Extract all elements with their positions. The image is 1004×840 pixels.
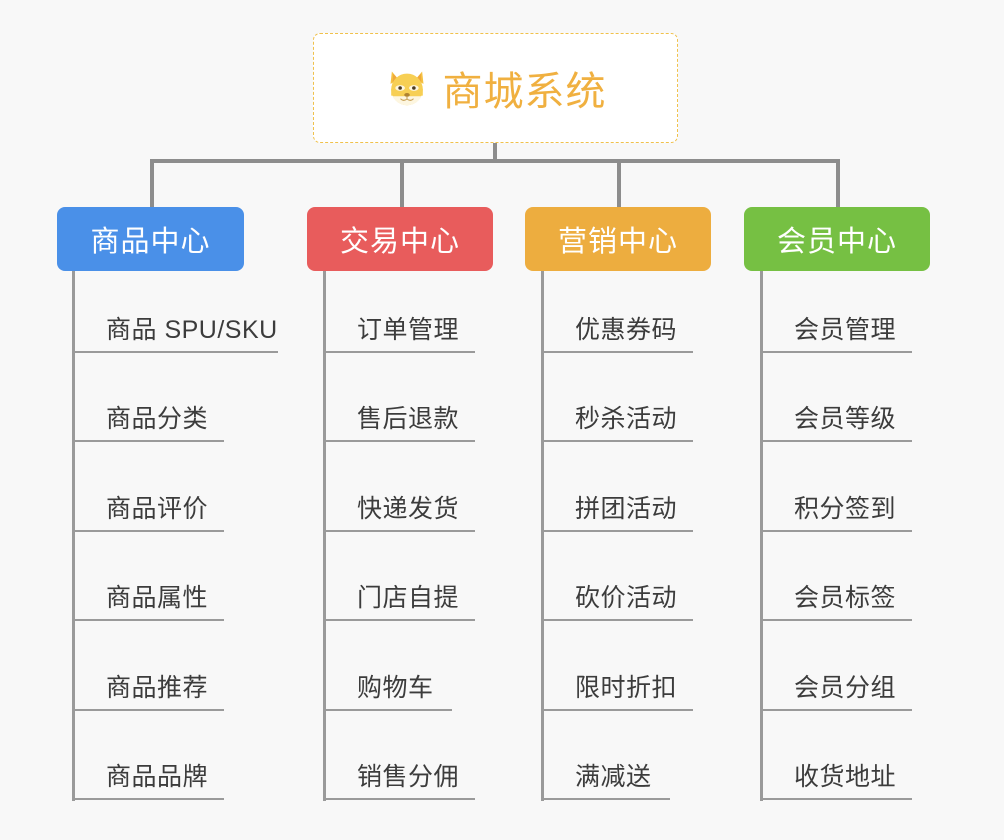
item-underline xyxy=(72,798,224,800)
connector-spine xyxy=(760,271,763,801)
list-item-label: 售后退款 xyxy=(357,405,460,433)
category-box-trade-center[interactable]: 交易中心 xyxy=(307,207,493,271)
item-underline xyxy=(72,530,224,532)
item-underline xyxy=(72,709,224,711)
list-item-label: 满减送 xyxy=(575,763,652,791)
connector-drop-category-4 xyxy=(836,159,840,209)
item-underline xyxy=(760,351,912,353)
item-underline xyxy=(541,619,693,621)
list-item-label: 砍价活动 xyxy=(575,584,678,612)
item-underline xyxy=(760,530,912,532)
category-label: 商品中心 xyxy=(90,226,211,258)
list-item-label: 商品 SPU/SKU xyxy=(106,316,278,344)
list-item-label: 秒杀活动 xyxy=(575,405,678,433)
list-item-label: 限时折扣 xyxy=(575,674,678,702)
item-underline xyxy=(760,440,912,442)
category-box-member-center[interactable]: 会员中心 xyxy=(744,207,930,271)
item-underline xyxy=(541,709,693,711)
list-item-label: 会员标签 xyxy=(794,584,897,612)
list-item-label: 商品评价 xyxy=(106,495,209,523)
item-underline xyxy=(760,619,912,621)
item-underline xyxy=(72,619,224,621)
item-underline xyxy=(72,440,224,442)
category-label: 会员中心 xyxy=(776,226,897,258)
connector-horizontal-bus xyxy=(150,159,840,163)
connector-spine xyxy=(541,271,544,801)
item-underline xyxy=(760,798,912,800)
shiba-dog-icon xyxy=(385,66,429,110)
list-item-label: 门店自提 xyxy=(357,584,460,612)
list-item-label: 商品分类 xyxy=(106,405,209,433)
list-item-label: 会员管理 xyxy=(794,316,897,344)
list-item-label: 会员分组 xyxy=(794,674,897,702)
connector-spine xyxy=(323,271,326,801)
category-label: 营销中心 xyxy=(557,226,678,258)
item-underline xyxy=(323,709,452,711)
connector-root-stem xyxy=(493,143,497,163)
list-item-label: 优惠券码 xyxy=(575,316,678,344)
item-underline xyxy=(541,798,670,800)
connector-drop-category-2 xyxy=(400,159,404,209)
list-item-label: 商品属性 xyxy=(106,584,209,612)
list-item-label: 会员等级 xyxy=(794,405,897,433)
item-underline xyxy=(541,351,693,353)
item-underline xyxy=(323,351,475,353)
list-item-label: 商品品牌 xyxy=(106,763,209,791)
list-item-label: 商品推荐 xyxy=(106,674,209,702)
item-underline xyxy=(323,798,475,800)
item-underline xyxy=(541,440,693,442)
list-item-label: 积分签到 xyxy=(794,495,897,523)
connector-spine xyxy=(72,271,75,801)
connector-drop-category-1 xyxy=(150,159,154,209)
list-item-label: 购物车 xyxy=(357,674,434,702)
category-label: 交易中心 xyxy=(339,226,460,258)
category-box-product-center[interactable]: 商品中心 xyxy=(57,207,244,271)
list-item-label: 销售分佣 xyxy=(357,763,460,791)
category-box-marketing-center[interactable]: 营销中心 xyxy=(525,207,711,271)
list-item-label: 订单管理 xyxy=(357,316,460,344)
item-underline xyxy=(323,440,475,442)
root-node-shopping-system[interactable]: 商城系统 xyxy=(313,33,678,143)
connector-drop-category-3 xyxy=(617,159,621,209)
root-node-label: 商城系统 xyxy=(442,70,607,114)
item-underline xyxy=(541,530,693,532)
list-item-label: 拼团活动 xyxy=(575,495,678,523)
item-underline xyxy=(72,351,278,353)
item-underline xyxy=(323,619,475,621)
list-item-label: 快递发货 xyxy=(357,495,460,523)
list-item-label: 收货地址 xyxy=(794,763,897,791)
item-underline xyxy=(760,709,912,711)
item-underline xyxy=(323,530,475,532)
